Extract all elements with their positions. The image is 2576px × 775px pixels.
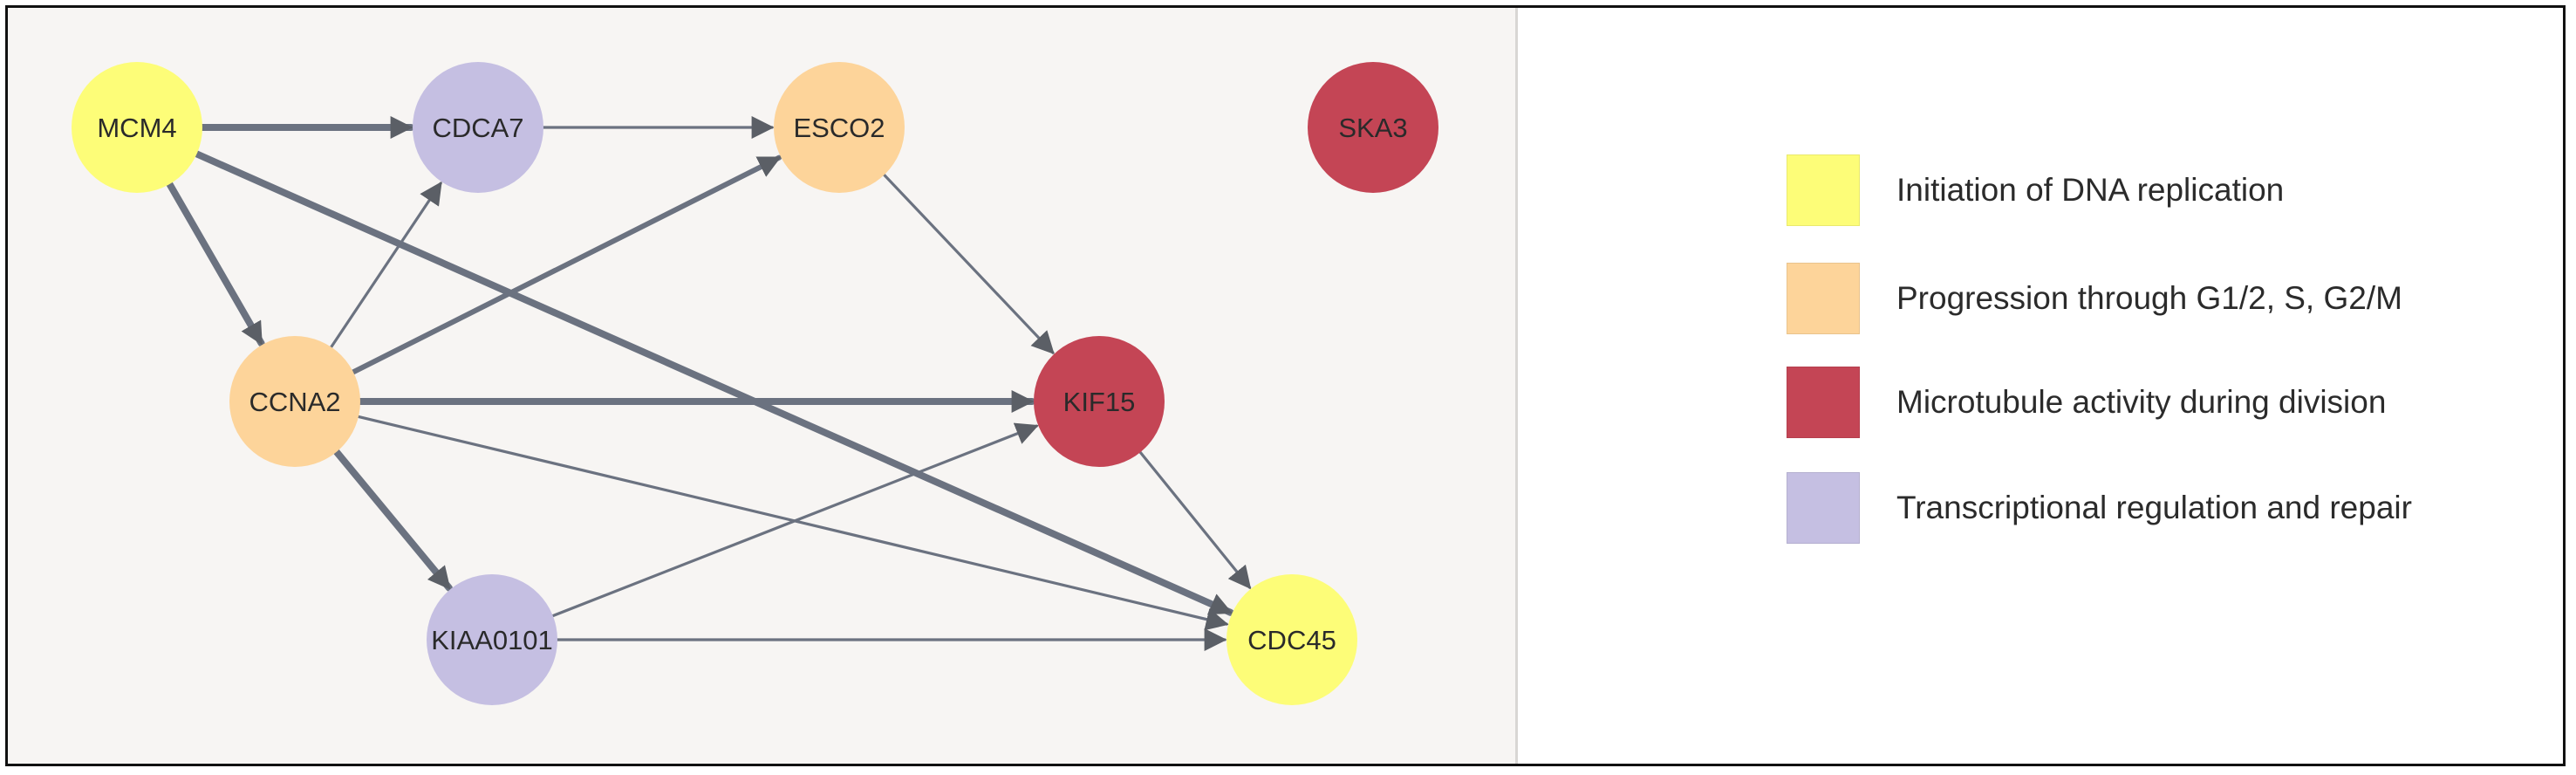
node-label-ska3: SKA3 — [1338, 113, 1407, 143]
edge-ccna2-to-esco2 — [350, 154, 782, 375]
edge-mcm4-to-ccna2 — [166, 180, 265, 347]
node-label-kiaa0101: KIAA0101 — [431, 625, 553, 655]
node-circle-esco2 — [774, 62, 905, 193]
node-circle-ska3 — [1308, 62, 1438, 193]
edge-esco2-to-kif15 — [883, 173, 1055, 355]
node-label-ccna2: CCNA2 — [249, 387, 340, 417]
edges-layer — [166, 116, 1252, 651]
node-ska3[interactable]: SKA3 — [1308, 62, 1438, 193]
node-label-cdc45: CDC45 — [1247, 625, 1336, 655]
edge-ccna2-to-cdca7 — [330, 181, 442, 349]
legend-swatch-microtubule — [1787, 367, 1860, 438]
legend-item-dna-replication: Initiation of DNA replication — [1787, 154, 2284, 226]
edge-ccna2-to-kiaa0101 — [332, 448, 453, 592]
legend-label-dna-replication: Initiation of DNA replication — [1896, 172, 2285, 208]
node-circle-kif15 — [1034, 336, 1165, 467]
node-label-mcm4: MCM4 — [97, 113, 176, 143]
node-kif15[interactable]: KIF15 — [1034, 336, 1165, 467]
node-circle-cdca7 — [413, 62, 543, 193]
legend-item-transcription: Transcriptional regulation and repair — [1787, 472, 2412, 544]
node-circle-mcm4 — [72, 62, 202, 193]
edge-mcm4-to-cdc45 — [193, 150, 1234, 616]
legend-item-cell-cycle: Progression through G1/2, S, G2/M — [1787, 263, 2402, 334]
node-cdc45[interactable]: CDC45 — [1227, 574, 1357, 705]
node-ccna2[interactable]: CCNA2 — [229, 336, 360, 467]
edge-kif15-to-cdc45 — [1138, 450, 1252, 590]
legend-panel — [1518, 8, 2563, 764]
edge-kiaa0101-to-kif15 — [551, 422, 1039, 618]
node-label-esco2: ESCO2 — [793, 113, 885, 143]
legend-label-microtubule: Microtubule activity during division — [1896, 384, 2387, 420]
node-mcm4[interactable]: MCM4 — [72, 62, 202, 193]
node-cdca7[interactable]: CDCA7 — [413, 62, 543, 193]
node-circle-ccna2 — [229, 336, 360, 467]
legend-swatch-dna-replication — [1787, 154, 1860, 226]
node-esco2[interactable]: ESCO2 — [774, 62, 905, 193]
node-label-kif15: KIF15 — [1063, 387, 1136, 417]
legend-swatch-cell-cycle — [1787, 263, 1860, 334]
panel-divider — [1515, 8, 1518, 764]
node-kiaa0101[interactable]: KIAA0101 — [427, 574, 557, 705]
legend-swatch-transcription — [1787, 472, 1860, 544]
node-label-cdca7: CDCA7 — [432, 113, 523, 143]
legend-label-cell-cycle: Progression through G1/2, S, G2/M — [1896, 280, 2402, 316]
node-circle-cdc45 — [1227, 574, 1357, 705]
legend-item-microtubule: Microtubule activity during division — [1787, 367, 2386, 438]
legend-label-transcription: Transcriptional regulation and repair — [1896, 490, 2412, 525]
node-circle-kiaa0101 — [427, 574, 557, 705]
